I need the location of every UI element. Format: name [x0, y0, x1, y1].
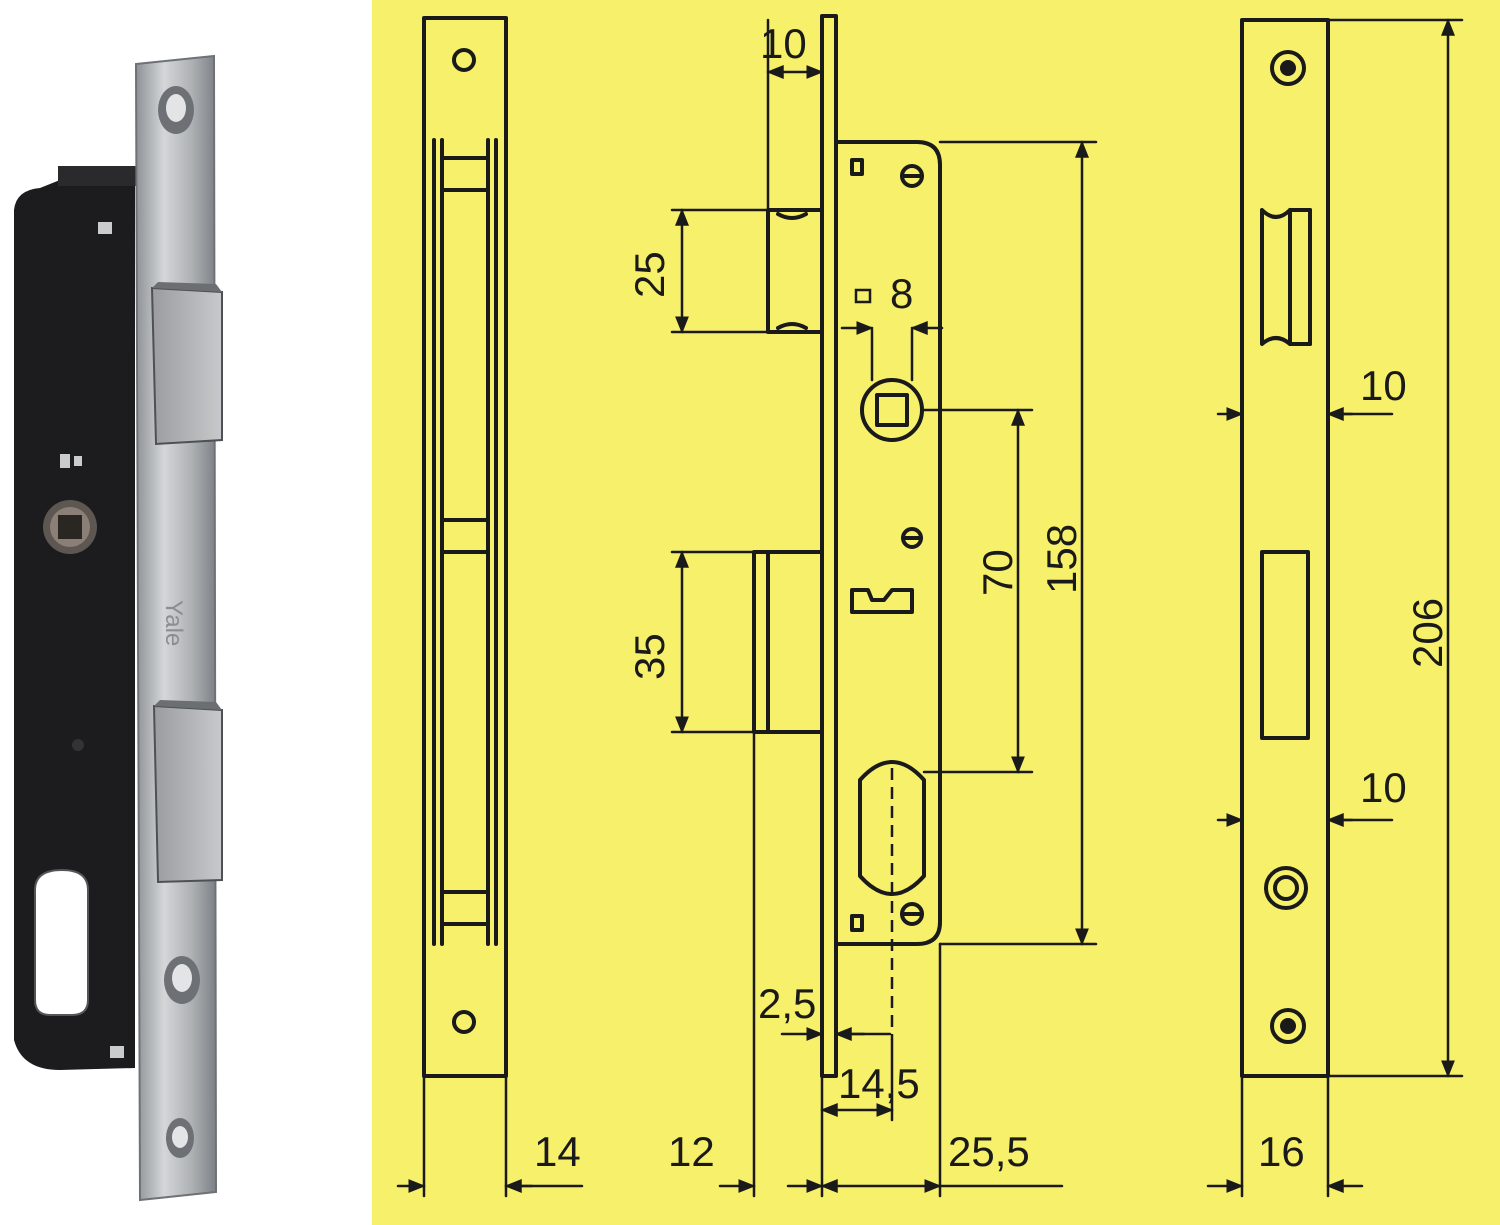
- brand-marking: Yale: [160, 600, 187, 646]
- lock-deadbolt: [152, 704, 223, 884]
- dim-strike-width: 16: [1258, 1128, 1305, 1175]
- lock-case: [14, 176, 135, 1070]
- dim-strike-margin-top: 10: [1360, 362, 1407, 409]
- faceplate-front-view: 14: [396, 16, 584, 1198]
- dim-latch-projection: 10: [760, 20, 807, 67]
- dim-faceplate-thickness: 2,5: [758, 980, 816, 1027]
- dim-faceplate-width: 14: [534, 1128, 581, 1175]
- drawing-sheet: [372, 0, 1500, 1225]
- dim-backset-offset: 12: [668, 1128, 715, 1175]
- lock-body-side-view: 10 25 35 8 70 158: [626, 14, 1098, 1198]
- dim-case-height: 158: [1038, 524, 1085, 594]
- strike-plate-view: 10 10 206 16: [1206, 18, 1464, 1198]
- lock-latch: [150, 286, 223, 446]
- dim-centre-distance: 70: [974, 549, 1021, 596]
- dim-strike-margin-bottom: 10: [1360, 764, 1407, 811]
- dim-case-depth: 25,5: [948, 1128, 1030, 1175]
- dim-square-spindle: 8: [890, 270, 913, 317]
- lock-photo: Yale: [0, 0, 372, 1225]
- technical-drawing: 14: [372, 0, 1500, 1225]
- dim-strike-height: 206: [1404, 598, 1451, 668]
- dim-latch-height: 25: [626, 251, 673, 298]
- dim-bolt-height: 35: [626, 633, 673, 680]
- dim-follower-offset: 14,5: [838, 1060, 920, 1107]
